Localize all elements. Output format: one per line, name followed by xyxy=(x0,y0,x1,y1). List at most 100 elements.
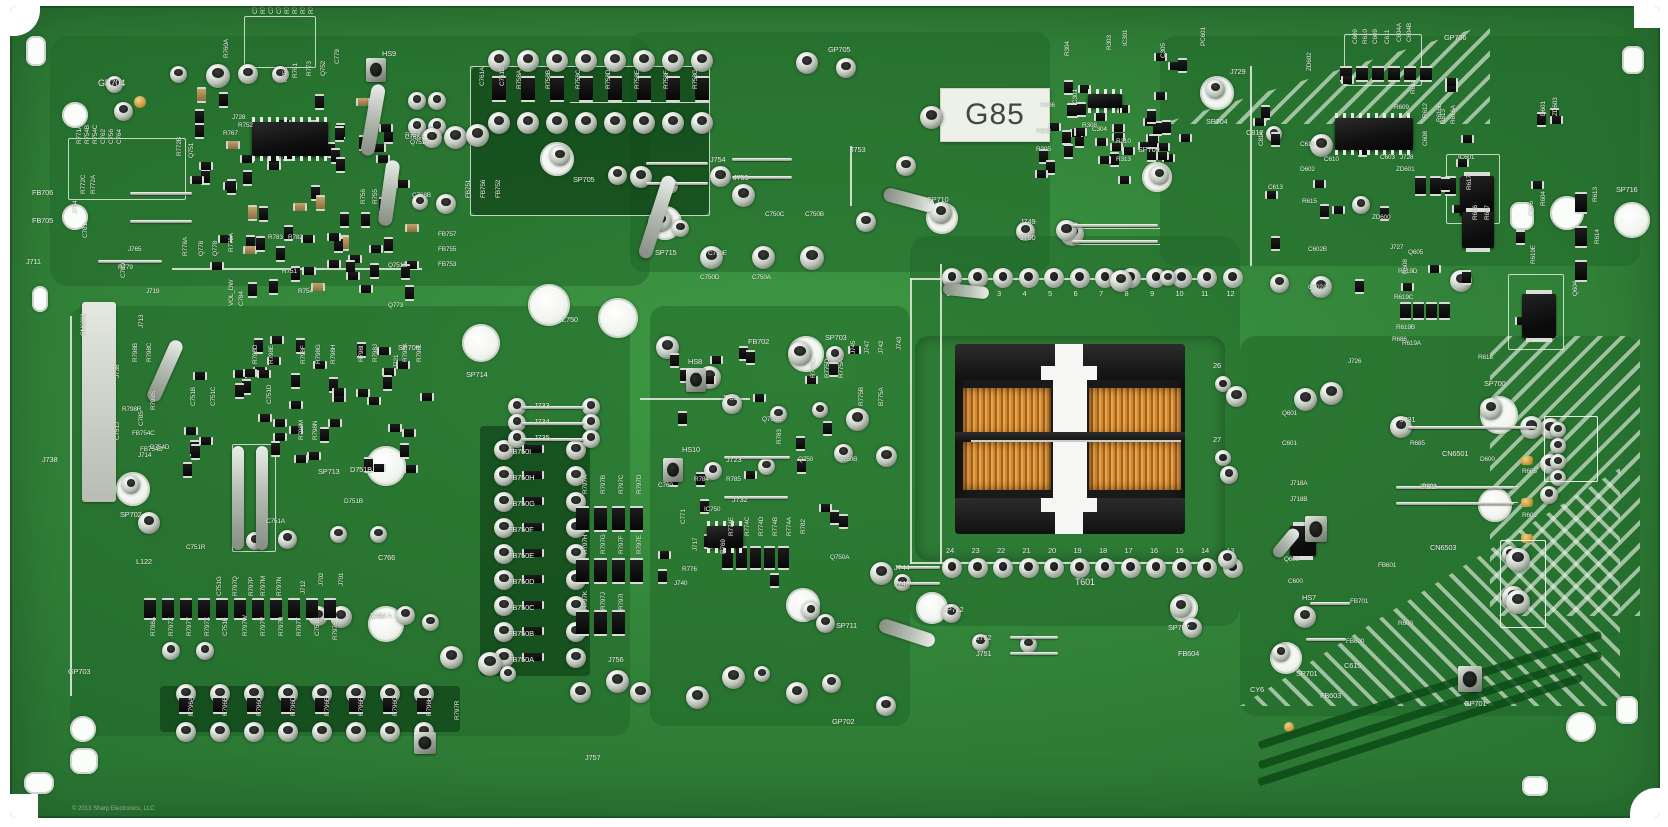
solder-blob xyxy=(1310,134,1333,157)
smd-component xyxy=(612,610,625,636)
smd-component xyxy=(522,523,544,531)
transformer-pin-pad xyxy=(1222,268,1243,288)
smd-component xyxy=(367,396,382,405)
smd-component xyxy=(382,368,397,377)
blob-dimple xyxy=(667,115,679,126)
silkscreen-label: J744 xyxy=(894,563,910,572)
blob-dimple xyxy=(757,250,769,260)
silkscreen-label: C769 xyxy=(658,482,673,489)
smd-component xyxy=(182,461,192,478)
smd-component xyxy=(1400,282,1414,291)
smd-component xyxy=(1253,118,1266,127)
silkscreen-label: R758D xyxy=(605,69,612,89)
silkscreen-label: R778A xyxy=(182,237,189,256)
transformer-pin-pad xyxy=(1044,558,1064,578)
smd-component xyxy=(248,205,258,222)
mounting-hole-bottom-left xyxy=(70,716,96,742)
blob-dimple xyxy=(400,609,411,618)
blob-dimple xyxy=(580,53,592,64)
board-notch-top-left xyxy=(10,6,40,36)
solder-blob xyxy=(710,166,731,187)
smd-component xyxy=(522,575,544,583)
silkscreen-label: C750B xyxy=(805,211,824,218)
blob-dimple xyxy=(522,53,534,64)
silkscreen-label: Q752 xyxy=(320,60,327,76)
blob-dimple xyxy=(1231,389,1242,399)
heatsink-hs8-screw xyxy=(690,372,702,388)
solder-blob xyxy=(732,184,755,207)
silkscreen-label: SP703 xyxy=(825,333,847,342)
solder-blob xyxy=(550,146,570,166)
silkscreen-label: R604 xyxy=(1540,191,1547,206)
silkscreen-label: B775A xyxy=(878,387,885,406)
silkscreen-label: D754D xyxy=(150,444,170,451)
blob-dimple xyxy=(1210,83,1221,92)
solder-blob xyxy=(122,476,140,494)
solder-blob xyxy=(566,648,586,668)
blob-dimple xyxy=(1325,386,1337,396)
solder-blob xyxy=(210,722,230,742)
silk-run-b xyxy=(640,398,750,400)
smd-component xyxy=(1098,155,1112,164)
smd-component xyxy=(198,161,213,170)
blob-dimple xyxy=(419,725,429,734)
silkscreen-label: R797Z xyxy=(168,617,175,636)
silkscreen-label: J714 xyxy=(138,452,152,459)
smd-component xyxy=(358,285,373,294)
solder-blob xyxy=(1540,486,1558,504)
smd-component xyxy=(283,225,293,242)
silkscreen-label: R797E xyxy=(636,535,643,554)
silkscreen-label: R797N xyxy=(276,576,283,596)
smd-component xyxy=(395,179,410,188)
core-gap-top xyxy=(1055,344,1083,366)
mounting-hole-cn6501-aux xyxy=(1478,488,1512,522)
smd-component xyxy=(829,362,839,378)
silkscreen-label: FB750B xyxy=(508,629,534,638)
smd-component xyxy=(306,598,318,620)
silkscreen-label: R798C xyxy=(146,342,153,362)
silkscreen-label: R798M xyxy=(298,420,305,440)
blob-dimple xyxy=(1154,169,1165,178)
silkscreen-label: C781 xyxy=(82,223,89,238)
silkscreen-label: FB754C xyxy=(132,430,155,437)
smd-component xyxy=(272,433,287,442)
smd-component xyxy=(1038,148,1048,164)
smd-component xyxy=(315,696,329,714)
solder-blob xyxy=(170,66,187,83)
heatsink-hs9 xyxy=(366,58,386,82)
smd-component xyxy=(403,464,418,473)
smd-component xyxy=(492,76,506,102)
silkscreen-label: C604A xyxy=(1396,23,1403,42)
silkscreen-label: C766 xyxy=(378,553,396,562)
edge-slot-r2 xyxy=(1510,202,1534,230)
silkscreen-label: R608 xyxy=(1402,259,1409,274)
silkscreen-label: R797X xyxy=(204,617,211,636)
solder-blob xyxy=(876,446,897,467)
heatsink-hs10-screw xyxy=(667,462,679,478)
transformer-pin-number: 10 xyxy=(1175,289,1184,298)
silkscreen-label: C613 xyxy=(1268,184,1283,191)
silkscreen-label: D751B xyxy=(350,465,372,474)
q604-transistor xyxy=(1522,290,1556,342)
silkscreen-label: Q601 xyxy=(1282,410,1298,417)
smd-component xyxy=(1178,134,1192,143)
silkscreen-label: J754 xyxy=(710,155,726,164)
smd-component xyxy=(769,572,779,588)
silkscreen-label: R619B xyxy=(1396,324,1415,331)
solder-blob xyxy=(672,220,689,237)
silkscreen-label: C761B xyxy=(499,67,506,86)
smd-component xyxy=(226,179,236,196)
silkscreen-label: CN6501 xyxy=(1442,449,1469,458)
blob-dimple xyxy=(1525,420,1537,430)
silkscreen-label: J747 xyxy=(864,340,871,354)
smd-component xyxy=(291,373,301,390)
smd-component xyxy=(372,463,387,472)
blob-dimple xyxy=(499,547,509,556)
blob-dimple xyxy=(715,169,726,179)
solder-blob xyxy=(370,526,387,543)
silkscreen-label: R797G xyxy=(600,534,607,554)
blob-dimple xyxy=(901,159,911,168)
silkscreen-label: R308 xyxy=(1082,122,1097,129)
solder-blob xyxy=(1550,454,1566,470)
smd-component xyxy=(818,503,832,512)
